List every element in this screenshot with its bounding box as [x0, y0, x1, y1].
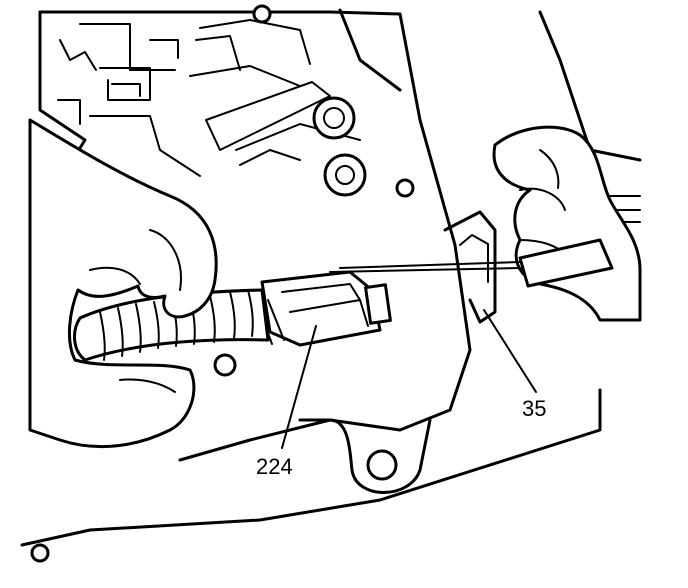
- leader-line-35: [483, 309, 537, 393]
- callout-label-224: 224: [256, 454, 293, 479]
- valve-body: [20, 8, 602, 547]
- callout-leaders: [281, 309, 537, 449]
- bolt: [30, 4, 415, 563]
- pick-tool: [329, 238, 614, 288]
- callout-label-35: 35: [522, 396, 546, 421]
- mounting-tab: [298, 418, 432, 494]
- electrical-connector: [257, 270, 392, 347]
- leader-line-224: [281, 325, 317, 449]
- wiring-harness: [73, 288, 270, 362]
- left-hand: [28, 118, 218, 448]
